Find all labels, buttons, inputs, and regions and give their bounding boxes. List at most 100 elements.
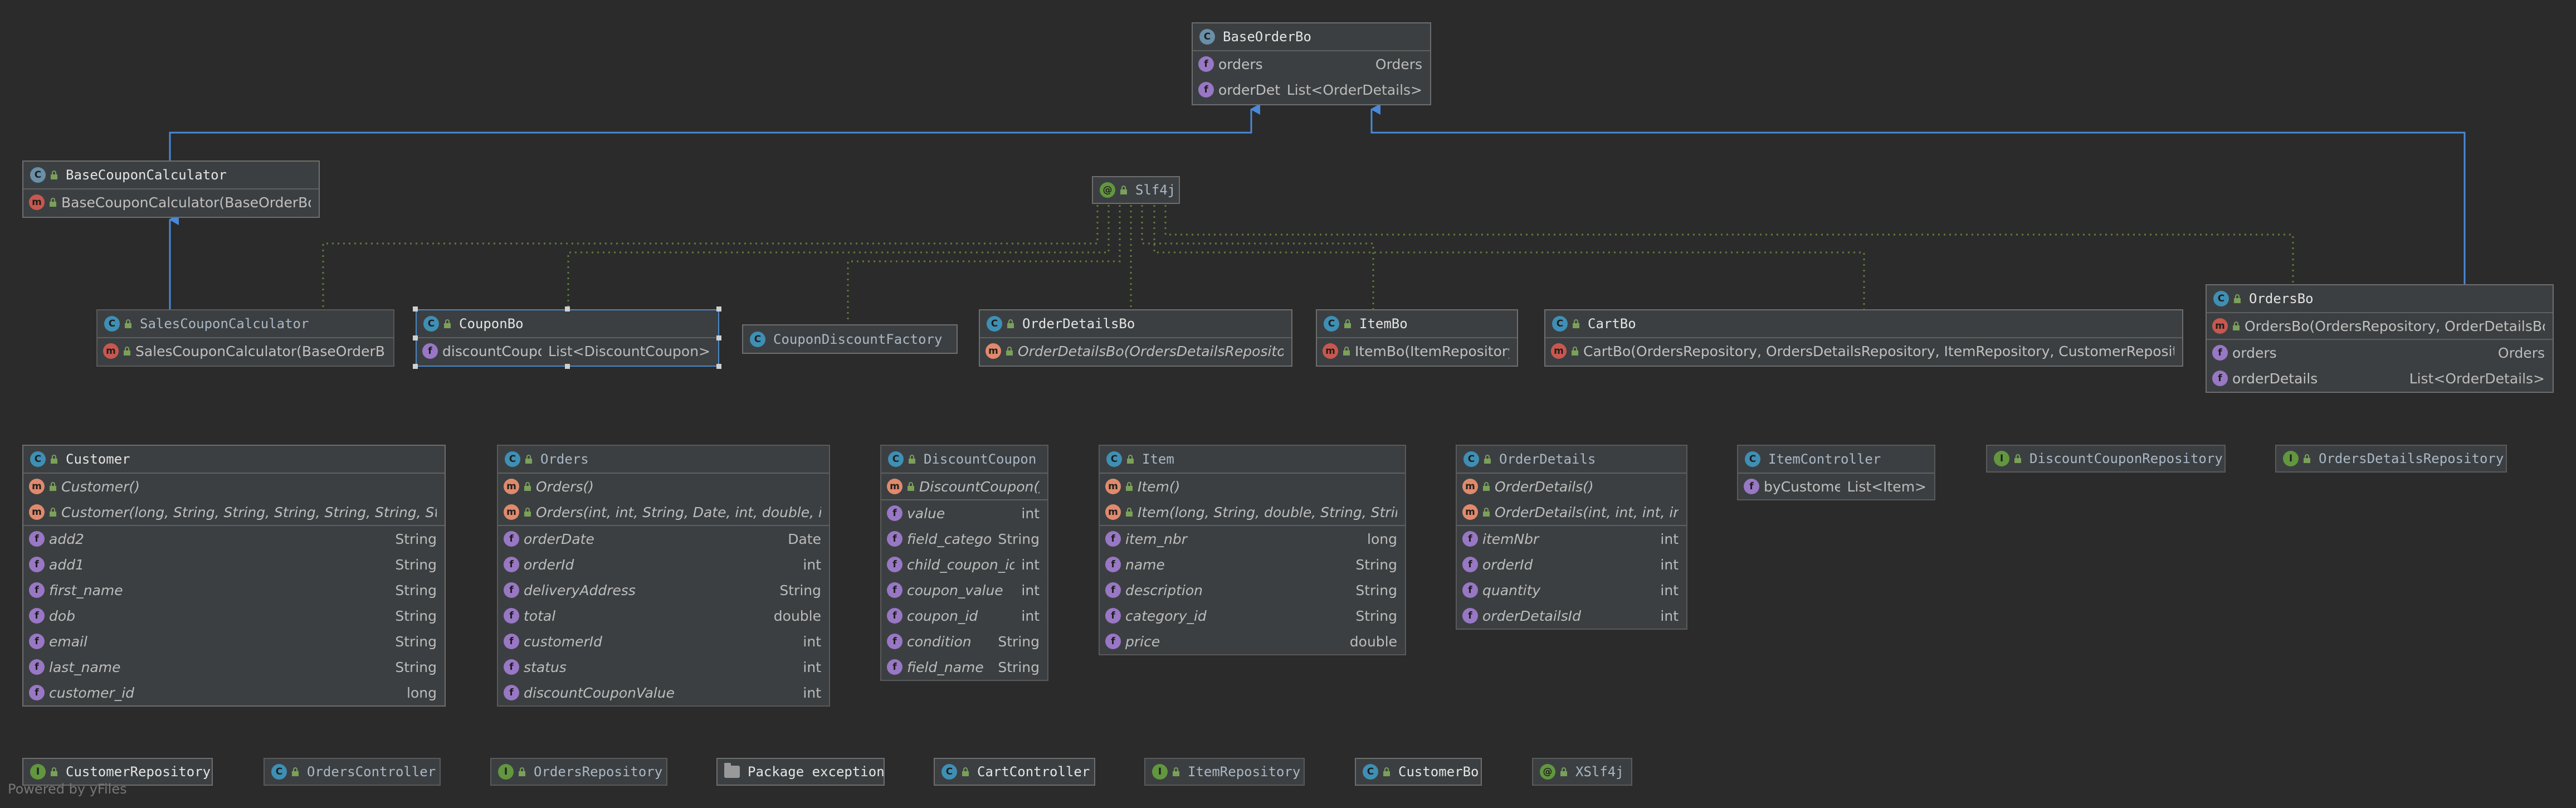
member-label: customer_id xyxy=(49,684,135,701)
class-icon: C xyxy=(941,764,957,780)
node-title: OrderDetailsBo xyxy=(1022,316,1135,332)
class-icon: C xyxy=(2213,291,2229,306)
selection-handle[interactable] xyxy=(565,306,570,311)
package-node-exception[interactable]: Package exception xyxy=(716,758,885,786)
member-label: orderDetails xyxy=(1218,81,1280,98)
lock-icon xyxy=(1125,482,1133,491)
class-icon: C xyxy=(30,451,46,467)
member-label: price xyxy=(1125,633,1160,650)
lock-icon xyxy=(2303,454,2311,463)
member-type: String xyxy=(1355,607,1397,624)
lock-icon xyxy=(1560,767,1568,776)
annotation-node-slf4j[interactable]: @Slf4j xyxy=(1092,176,1180,204)
member-label: OrderDetails(int, int, int, int) xyxy=(1495,504,1679,520)
member-type: List<DiscountCoupon> xyxy=(548,343,710,359)
field-icon: f xyxy=(1105,557,1121,572)
member-label: Customer(long, String, String, String, S… xyxy=(61,504,437,520)
class-icon: C xyxy=(987,316,1002,332)
node-title: Slf4j xyxy=(1135,182,1176,198)
member-type: int xyxy=(1021,505,1040,522)
lock-icon xyxy=(123,347,131,356)
member-label: value xyxy=(907,505,945,522)
annotation-node-xslf4j[interactable]: @XSlf4j xyxy=(1532,758,1632,786)
selection-handle[interactable] xyxy=(413,364,418,369)
member-type: String xyxy=(395,530,437,547)
lock-icon xyxy=(291,767,299,776)
node-title: CouponBo xyxy=(459,316,524,332)
member-label: field_category xyxy=(907,530,992,547)
node-title: Customer xyxy=(66,451,130,467)
field-icon: f xyxy=(504,557,519,572)
member-type: String xyxy=(395,582,437,598)
class-icon: C xyxy=(1106,451,1122,467)
member-type: String xyxy=(395,659,437,675)
lock-icon xyxy=(2014,454,2022,463)
node-title: OrdersController xyxy=(307,764,436,780)
field-icon: f xyxy=(29,685,45,700)
selection-handle[interactable] xyxy=(716,335,721,340)
selection-handle[interactable] xyxy=(413,335,418,340)
member-type: double xyxy=(1349,633,1397,650)
member-label: status xyxy=(524,659,567,675)
constructor-icon: m xyxy=(1105,479,1121,494)
member-label: child_coupon_id xyxy=(907,556,1015,573)
class-node-orderscontroller[interactable]: C OrdersController xyxy=(264,758,441,786)
member-type: int xyxy=(803,556,821,573)
field-icon: f xyxy=(504,634,519,649)
node-title: Package exception xyxy=(748,764,885,780)
class-icon: C xyxy=(1363,764,1378,780)
method-icon: m xyxy=(1551,343,1567,359)
selection-handle[interactable] xyxy=(716,364,721,369)
lock-icon xyxy=(1120,186,1128,194)
class-icon: C xyxy=(271,764,287,780)
lock-icon xyxy=(1172,767,1180,776)
lock-icon xyxy=(524,482,531,491)
member-type: List<OrderDetails> xyxy=(1286,81,1422,98)
member-type: Orders xyxy=(2497,344,2545,361)
selection-handle[interactable] xyxy=(716,306,721,311)
field-icon: f xyxy=(29,557,45,572)
selection-handle[interactable] xyxy=(413,306,418,311)
field-icon: f xyxy=(1462,608,1478,624)
member-label: last_name xyxy=(49,659,121,675)
node-title: DiscountCouponRepository xyxy=(2029,451,2223,466)
edge-slf4j-salescoupon xyxy=(322,205,1099,309)
selection-handle[interactable] xyxy=(565,364,570,369)
abstract-class-icon: C xyxy=(1199,29,1215,45)
node-title: SalesCouponCalculator xyxy=(140,316,309,332)
member-label: coupon_value xyxy=(907,582,1003,598)
constructor-icon: m xyxy=(887,479,902,494)
member-type: String xyxy=(395,633,437,650)
member-label: field_name xyxy=(907,659,984,675)
constructor-icon: m xyxy=(1462,504,1478,520)
field-icon: f xyxy=(2212,371,2228,386)
member-type: int xyxy=(1660,530,1679,547)
lock-icon xyxy=(443,319,451,328)
member-label: email xyxy=(49,633,87,650)
lock-icon xyxy=(1484,455,1491,464)
annotation-icon: @ xyxy=(1540,764,1555,780)
field-icon: f xyxy=(1744,479,1759,494)
